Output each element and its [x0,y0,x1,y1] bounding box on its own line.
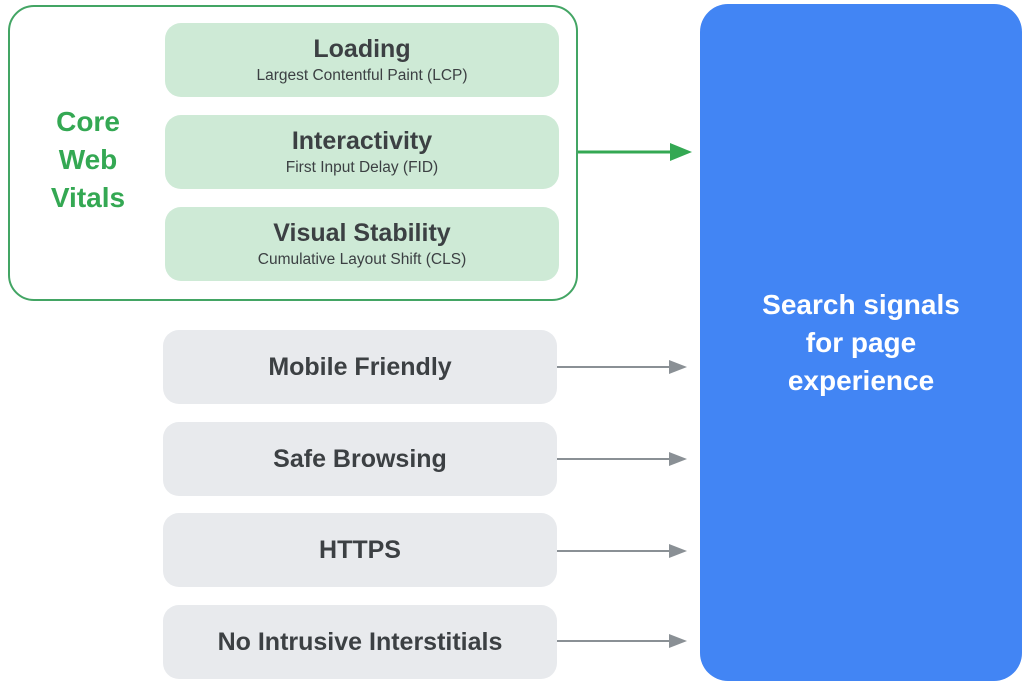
loading-box: Loading Largest Contentful Paint (LCP) [165,23,559,97]
metric-title: Visual Stability [273,218,451,247]
metric-subtitle: Largest Contentful Paint (LCP) [256,67,468,85]
arrow-head-icon [669,360,687,374]
signal-label: Safe Browsing [273,444,447,473]
core-web-vitals-group: Core Web Vitals Loading Largest Contentf… [8,5,578,301]
arrow-line [557,458,669,460]
visual-stability-box: Visual Stability Cumulative Layout Shift… [165,207,559,281]
arrow-head-icon [669,634,687,648]
metric-title: Interactivity [291,126,433,155]
arrow-line [557,366,669,368]
arrow-head-icon [669,544,687,558]
core-web-vitals-label: Core Web Vitals [18,103,158,217]
search-signals-label-line: for page [805,326,917,358]
search-signals-label-line: Search signals [762,288,960,320]
arrow-safe-browsing [557,451,687,467]
arrow-head-icon [669,452,687,466]
metric-title: Loading [313,34,411,63]
core-web-vitals-label-line: Vitals [50,182,126,213]
safe-browsing-box: Safe Browsing [163,422,557,496]
arrow-line [578,150,670,154]
arrow-line [557,640,669,642]
arrow-mobile-friendly [557,359,687,375]
search-signals-box: Search signals for page experience [700,4,1022,681]
interactivity-box: Interactivity First Input Delay (FID) [165,115,559,189]
search-signals-label-line: experience [787,364,935,396]
signal-label: No Intrusive Interstitials [217,627,503,656]
no-intrusive-interstitials-box: No Intrusive Interstitials [163,605,557,679]
arrow-line [557,550,669,552]
arrow-no-intrusive-interstitials [557,633,687,649]
core-web-vitals-label-line: Core [56,106,120,137]
metric-subtitle: Cumulative Layout Shift (CLS) [257,251,467,269]
arrow-core-web-vitals [578,141,692,163]
search-signals-label: Search signals for page experience [762,286,960,400]
metric-subtitle: First Input Delay (FID) [285,159,439,177]
signal-label: Mobile Friendly [268,352,452,381]
core-web-vitals-label-line: Web [58,144,118,175]
arrow-https [557,543,687,559]
signal-label: HTTPS [319,535,401,564]
mobile-friendly-box: Mobile Friendly [163,330,557,404]
core-web-vitals-items: Loading Largest Contentful Paint (LCP) I… [165,23,559,281]
https-box: HTTPS [163,513,557,587]
arrow-head-icon [670,143,692,161]
